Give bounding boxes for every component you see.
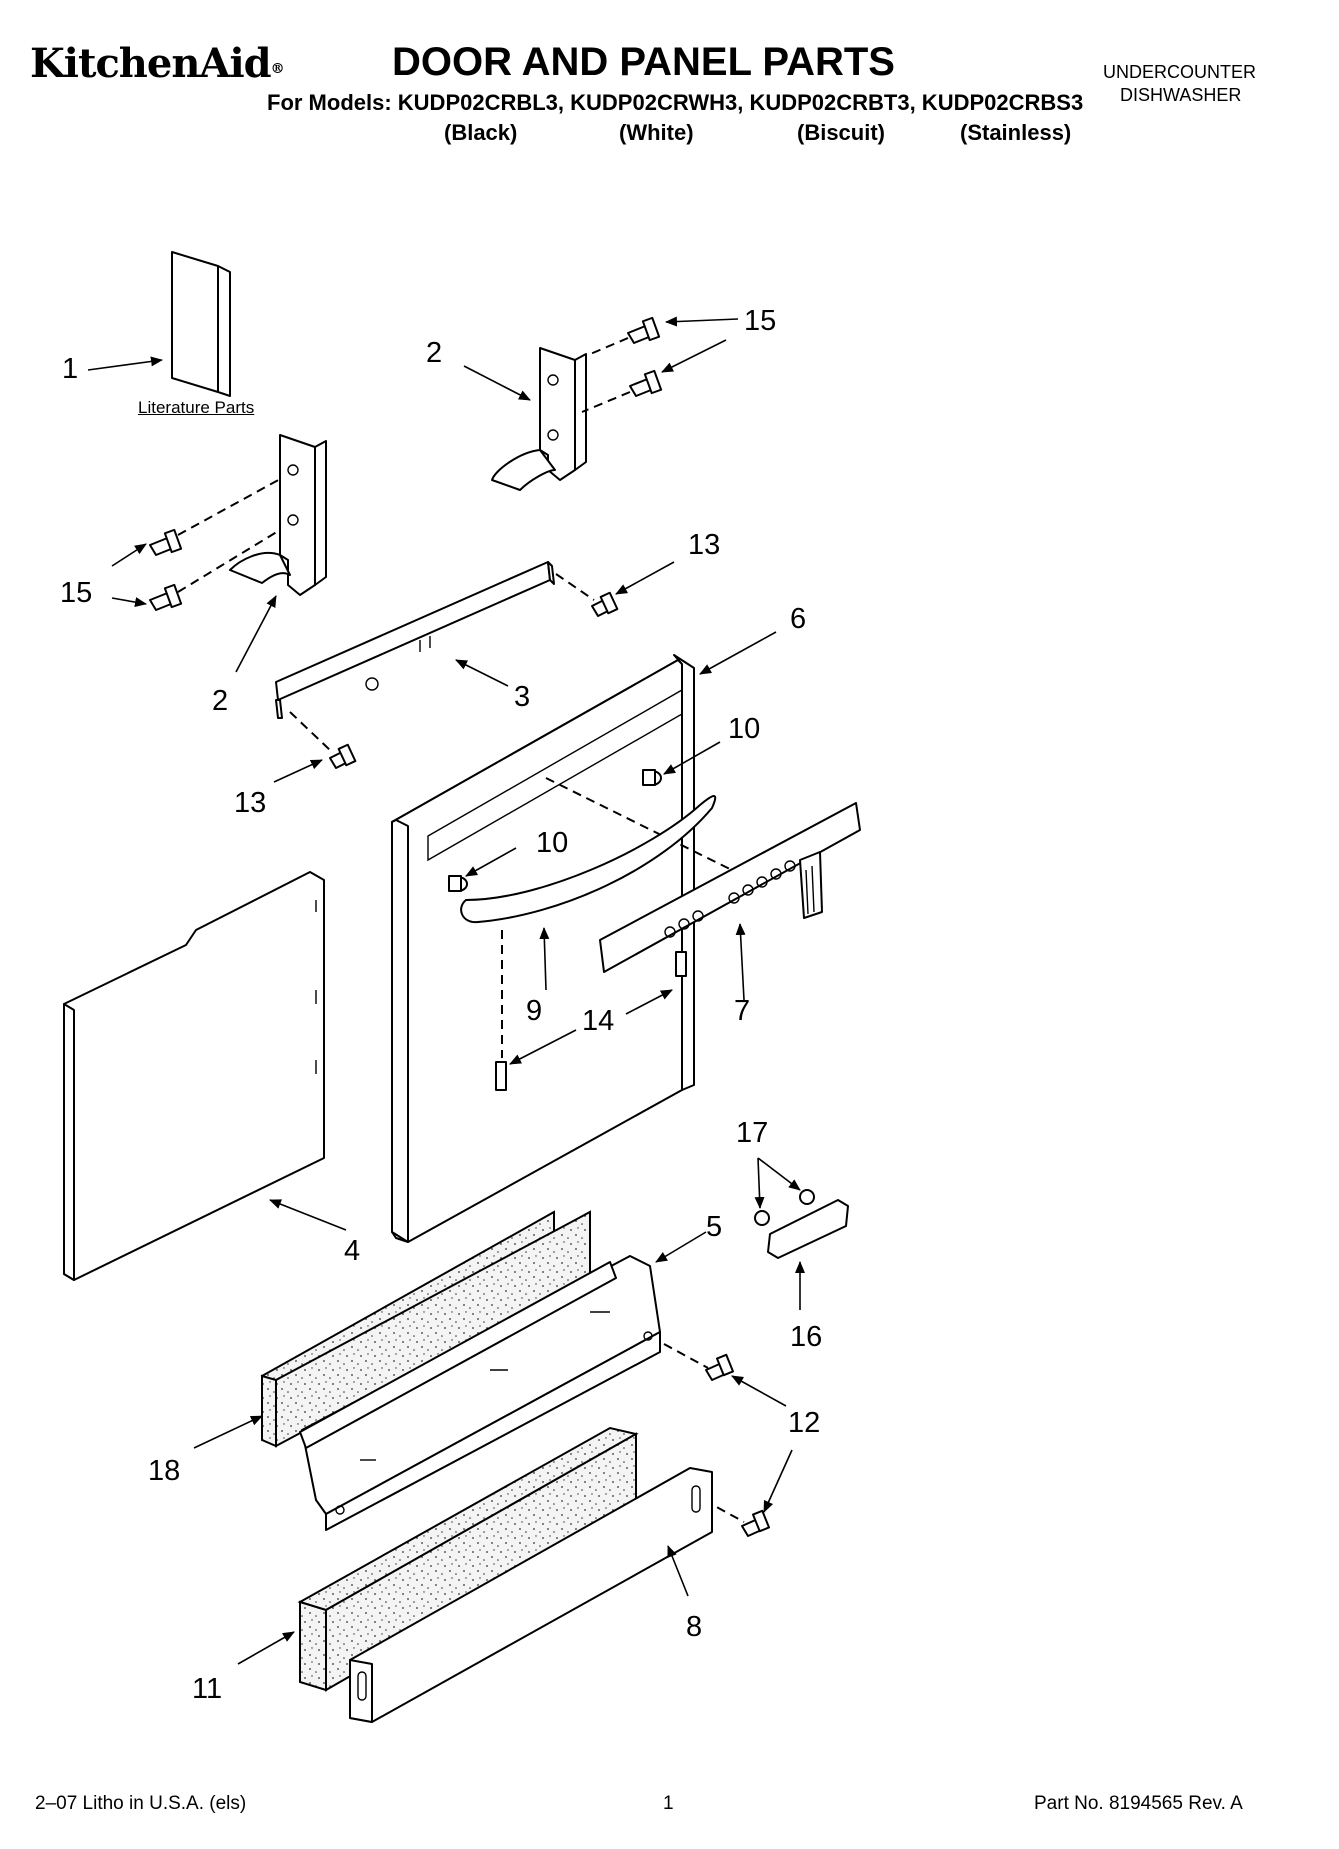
variant-white: (White)	[619, 120, 694, 145]
screw-15-upper	[581, 316, 663, 413]
lower-channel-bracket	[299, 1255, 661, 1531]
callout-12: 12	[788, 1407, 820, 1439]
hinge-bracket-right	[491, 347, 587, 491]
stud-14-left	[495, 1061, 507, 1091]
callout-13-lower: 13	[234, 787, 266, 819]
callout-17: 17	[736, 1117, 768, 1149]
callout-15-lower: 15	[60, 577, 92, 609]
literature-booklet	[171, 251, 231, 397]
page-title: DOOR AND PANEL PARTS	[392, 40, 895, 84]
part-number: Part No. 8194565 Rev. A	[1034, 1793, 1243, 1814]
brand-logo: KitchenAid®	[30, 40, 285, 87]
callout-7: 7	[734, 995, 750, 1027]
callout-3: 3	[514, 681, 530, 713]
callout-10-left: 10	[536, 827, 568, 859]
models-line: For Models: KUDP02CRBL3, KUDP02CRWH3, KU…	[267, 90, 1084, 115]
callout-13-upper: 13	[688, 529, 720, 561]
screw-12-upper	[663, 1343, 735, 1381]
hinge-bracket-left	[229, 434, 327, 596]
door-channel-strip	[275, 561, 555, 719]
end-cap-16	[767, 1199, 849, 1259]
leader-arrows	[87, 316, 805, 1665]
callout-6: 6	[790, 603, 806, 635]
callout-2-lower: 2	[212, 685, 228, 717]
variant-stainless: (Stainless)	[960, 120, 1072, 145]
variant-black: (Black)	[444, 120, 518, 145]
callout-10-right: 10	[728, 713, 760, 745]
control-overlay	[599, 802, 861, 973]
product-type-line2: DISHWASHER	[1120, 85, 1242, 105]
screw-13-upper	[555, 573, 619, 617]
callout-16: 16	[790, 1321, 822, 1353]
screw-13-lower	[289, 711, 357, 769]
callout-15-upper: 15	[744, 305, 776, 337]
screw-15-left	[149, 477, 283, 611]
kick-plate-8	[349, 1467, 713, 1723]
handle-mount-10-left	[448, 875, 468, 892]
foam-strip-18	[260, 1210, 591, 1448]
callout-2-upper: 2	[426, 337, 442, 369]
variant-biscuit: (Biscuit)	[797, 120, 885, 145]
screw-12-lower	[703, 1499, 771, 1537]
callout-8: 8	[686, 1611, 702, 1643]
callout-5: 5	[706, 1211, 722, 1243]
handle-mount-10-right	[642, 769, 662, 786]
product-type-line1: UNDERCOUNTER	[1103, 62, 1256, 82]
litho-note: 2–07 Litho in U.S.A. (els)	[35, 1793, 247, 1814]
callout-1: 1	[62, 353, 78, 385]
callout-4: 4	[344, 1235, 360, 1267]
stud-14-right	[675, 951, 687, 977]
screw-17	[754, 1189, 815, 1226]
page-number: 1	[663, 1793, 674, 1814]
door-handle	[460, 795, 717, 924]
callout-9: 9	[526, 995, 542, 1027]
foam-block-11	[297, 1426, 639, 1692]
callout-11: 11	[192, 1673, 222, 1705]
registered-mark: ®	[270, 61, 285, 77]
outer-door-panel	[391, 654, 753, 1243]
literature-parts-caption: Literature Parts	[138, 398, 255, 417]
callout-18: 18	[148, 1455, 180, 1487]
callout-14: 14	[582, 1005, 614, 1037]
inner-door-liner	[63, 871, 325, 1281]
